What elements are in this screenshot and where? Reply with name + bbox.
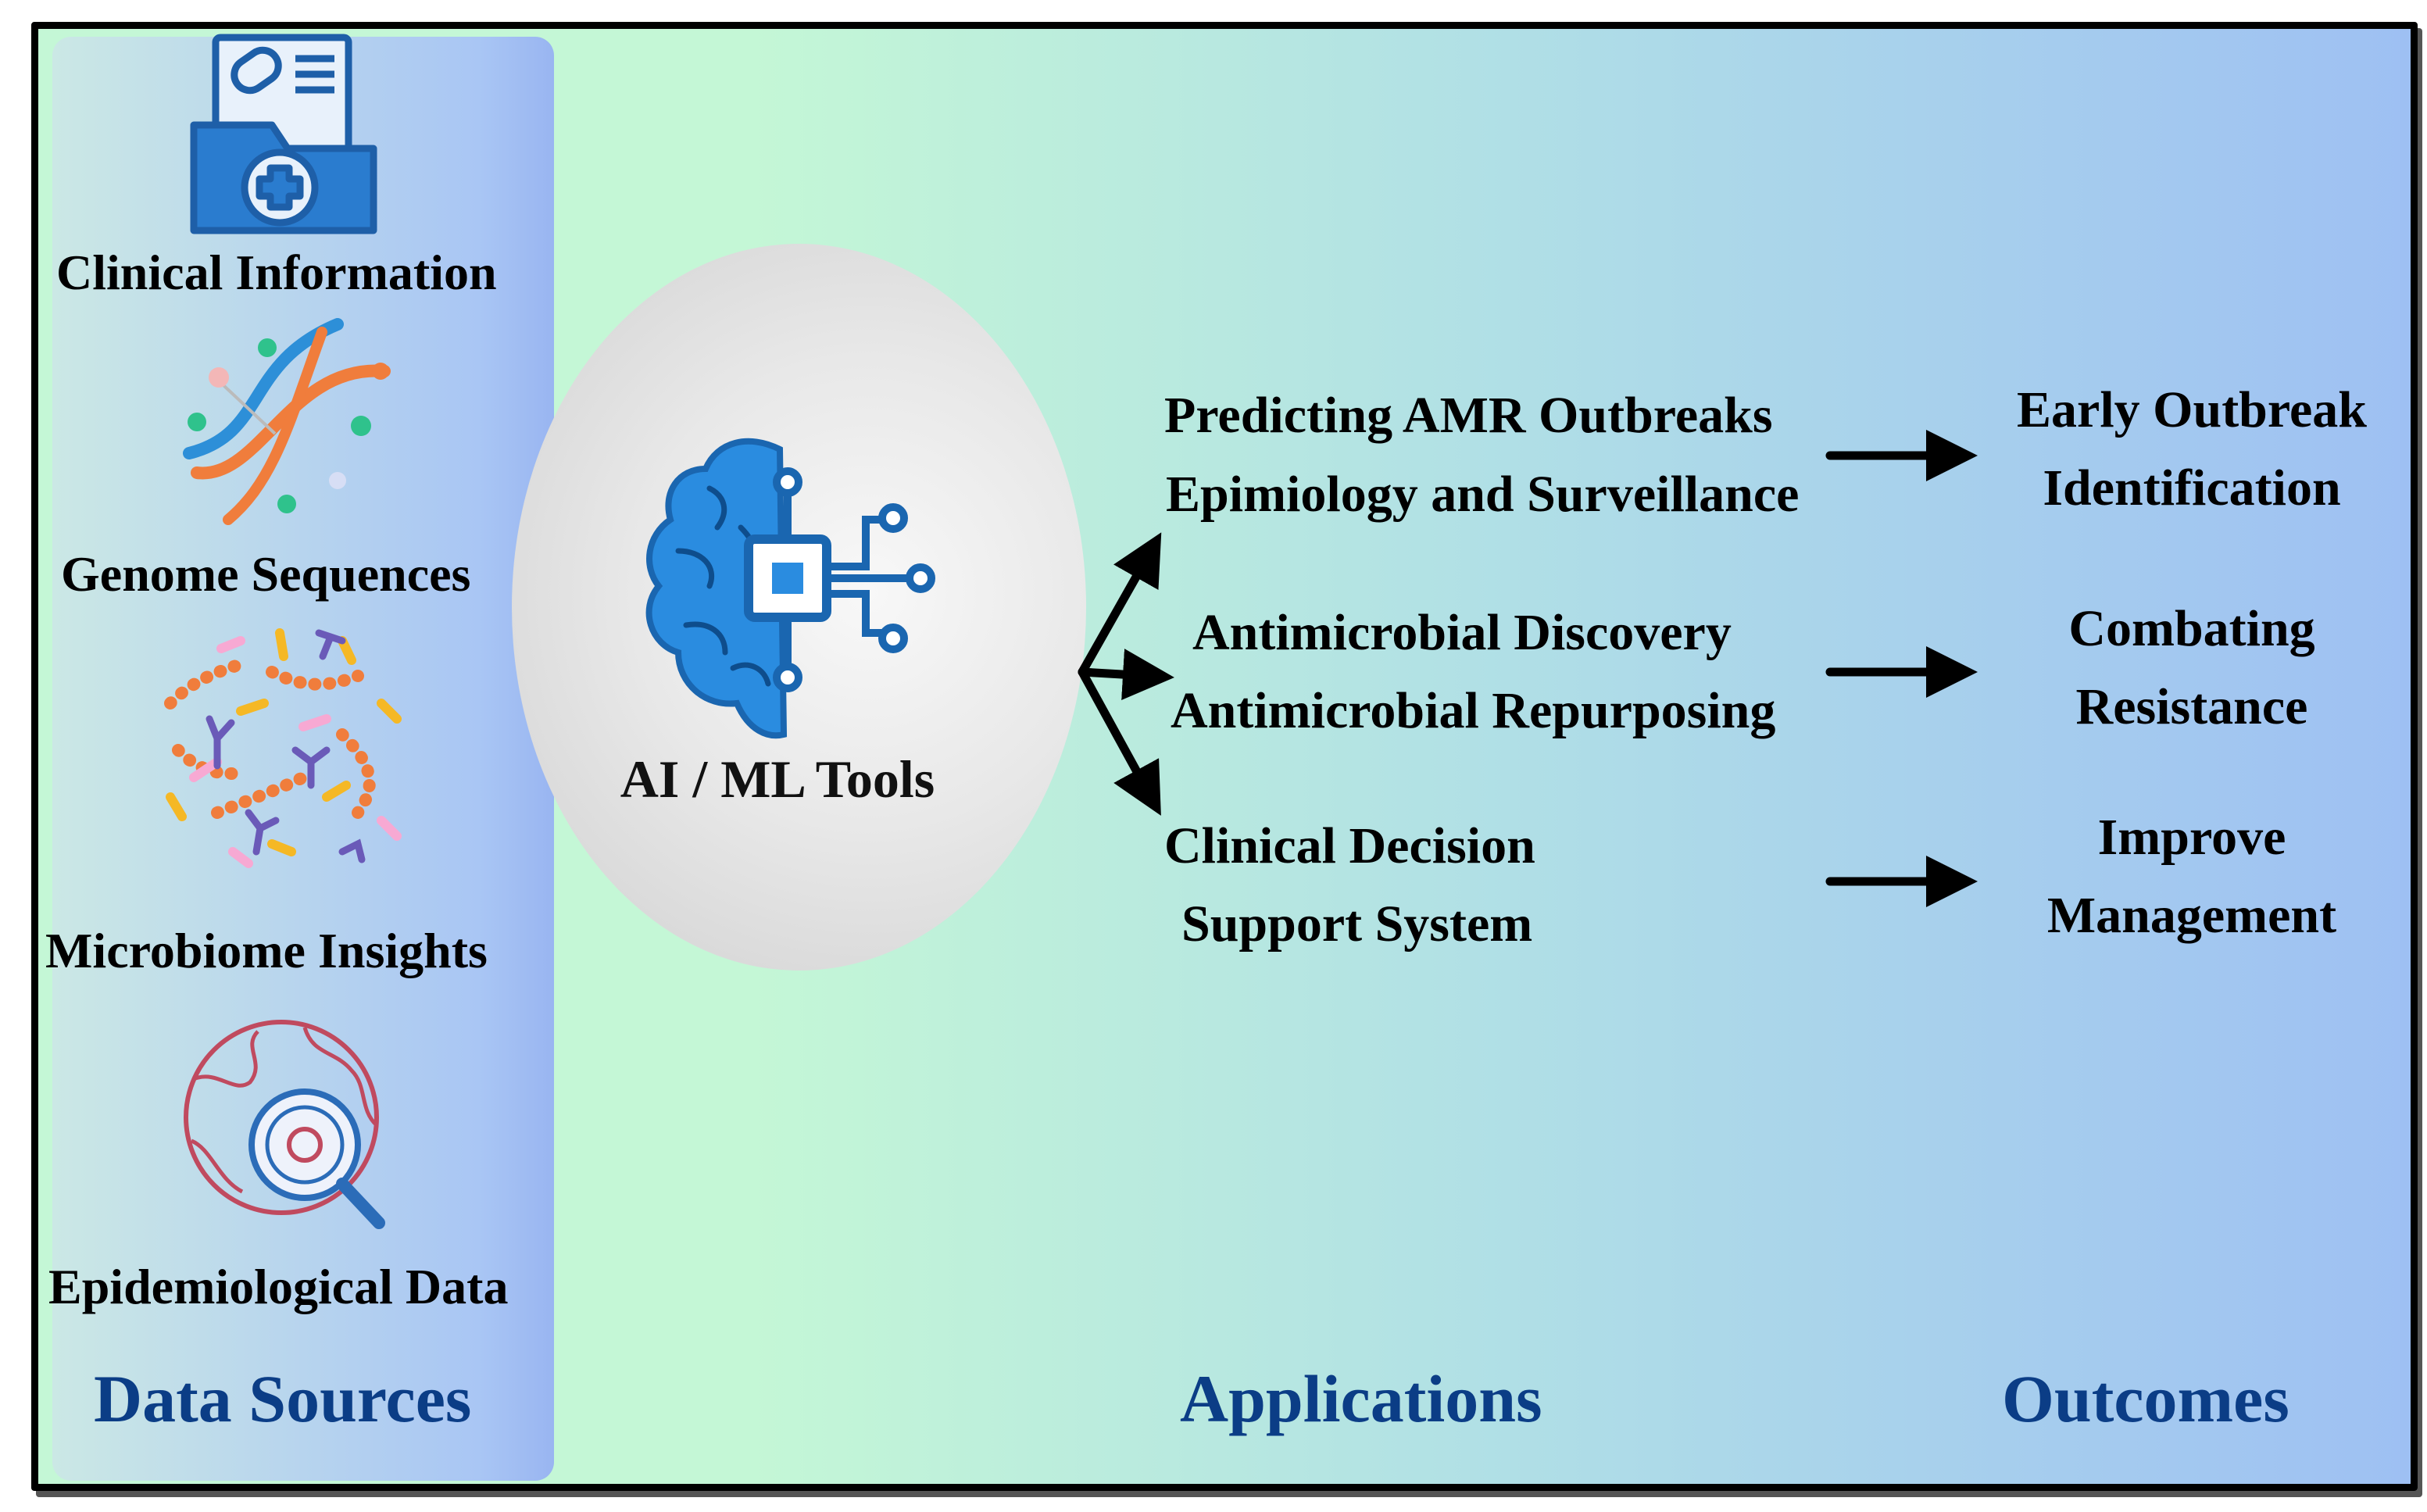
dna-icon xyxy=(183,318,391,525)
branch-arrow-bottom xyxy=(1078,667,1161,816)
heading-outcomes: Outcomes xyxy=(2002,1361,2289,1436)
ai-ml-tools-label: AI / ML Tools xyxy=(620,749,935,809)
diagram-frame xyxy=(31,22,2418,1491)
outcome-1-line1: Early Outbreak xyxy=(2017,381,2367,438)
branch-arrow-top xyxy=(1078,532,1162,677)
application-1-line2: Epimiology and Surveillance xyxy=(1166,466,1800,523)
application-3-line1: Clinical Decision xyxy=(1164,817,1535,874)
medical-folder-icon xyxy=(190,34,377,234)
heading-applications: Applications xyxy=(1180,1361,1542,1436)
branch-arrow-middle xyxy=(1078,649,1174,701)
source-label-microbiome: Microbiome Insights xyxy=(45,923,488,978)
outcome-1-line2: Identification xyxy=(2043,459,2341,517)
application-1-line1: Predicting AMR Outbreaks xyxy=(1164,387,1773,444)
source-label-genome: Genome Sequences xyxy=(61,546,471,602)
microbes-icon xyxy=(164,628,402,868)
outcome-3-line1: Improve xyxy=(2097,809,2286,866)
source-label-epidemiological: Epidemiological Data xyxy=(48,1259,509,1314)
globe-search-icon xyxy=(184,1020,385,1229)
application-2-line1: Antimicrobial Discovery xyxy=(1192,604,1732,661)
ai-brain-chip-icon xyxy=(645,438,935,739)
outcome-2-line1: Combating xyxy=(2068,600,2315,657)
heading-data-sources: Data Sources xyxy=(94,1361,472,1436)
outcome-3-line2: Management xyxy=(2046,887,2337,944)
source-label-clinical: Clinical Information xyxy=(56,245,497,300)
outcome-2-line2: Resistance xyxy=(2075,678,2308,735)
application-3-line2: Support System xyxy=(1181,895,1533,953)
application-2-line2: Antimicrobial Repurposing xyxy=(1171,682,1776,739)
